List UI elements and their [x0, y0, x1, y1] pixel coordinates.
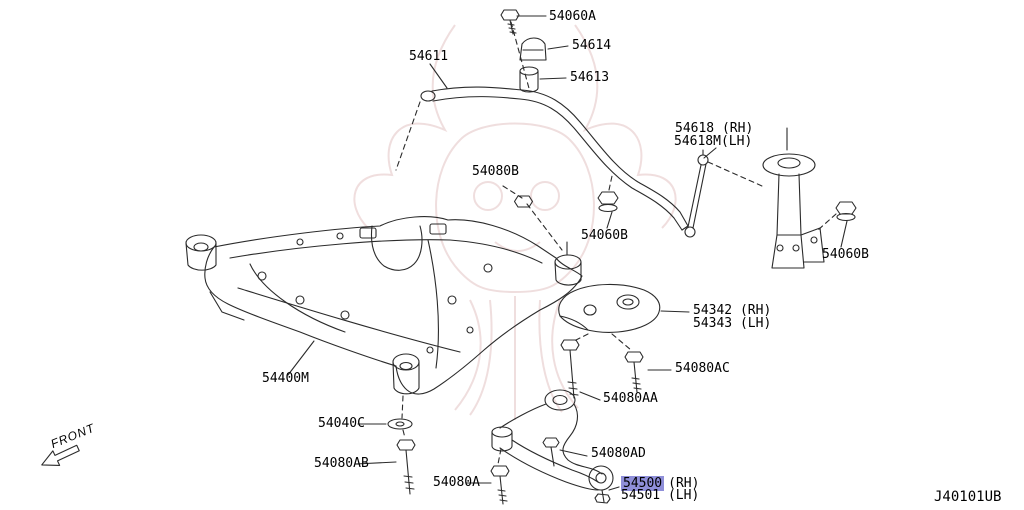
part-label-54080a[interactable]: 54080A: [433, 475, 480, 490]
part-label-54618m-lh[interactable]: 54618M(LH): [674, 134, 753, 149]
bolt-54080ad-art: [542, 437, 560, 467]
part-label-54040c[interactable]: 54040C: [318, 416, 365, 431]
leader-lines: [287, 15, 848, 491]
axis-lines: [395, 101, 632, 465]
nut-54080b-art: [513, 195, 534, 208]
part-label-54080ab[interactable]: 54080AB: [314, 456, 369, 471]
front-arrow-icon: [41, 444, 80, 466]
part-label-54343-lh[interactable]: 54343 (LH): [693, 316, 772, 331]
part-label-54080aa[interactable]: 54080AA: [603, 391, 658, 406]
bolt-54080a-art: [490, 465, 510, 505]
part-label-54500-rh[interactable]: 54500(RH): [621, 476, 700, 491]
highlighted-part-number[interactable]: 54500: [621, 476, 665, 491]
bolt-54080ac-art: [624, 351, 644, 393]
part-label-54501-lh[interactable]: 54501 (LH): [621, 488, 700, 503]
part-label-54400m[interactable]: 54400M: [262, 371, 309, 386]
part-label-54613[interactable]: 54613: [570, 70, 610, 85]
part-label-54342-rh[interactable]: 54342 (RH): [693, 303, 772, 318]
part-label-54080ad[interactable]: 54080AD: [591, 446, 646, 461]
nut-54060b-right-art: [817, 201, 857, 231]
subframe-art: [185, 216, 583, 395]
stabilizer-link-art: [684, 149, 763, 238]
bracket-54342-art: [558, 283, 661, 333]
part-label-54614[interactable]: 54614: [572, 38, 612, 53]
part-label-54611[interactable]: 54611: [409, 49, 449, 64]
strut-art: [762, 127, 825, 269]
control-arm-art: [491, 389, 614, 504]
stabilizer-clamp-art: [500, 9, 547, 93]
watermark: [353, 24, 677, 420]
part-label-54060b-right[interactable]: 54060B: [822, 247, 869, 262]
nut-54060b-left-art: [597, 191, 619, 213]
stabilizer-bar-art: [420, 86, 689, 231]
part-label-54080ac[interactable]: 54080AC: [675, 361, 730, 376]
part-label-54618-rh[interactable]: 54618 (RH): [675, 121, 754, 136]
part-label-54060a[interactable]: 54060A: [549, 9, 596, 24]
part-label-54080b[interactable]: 54080B: [472, 164, 519, 179]
part-side-suffix: (RH): [668, 476, 700, 491]
diagram-code: J40101UB: [934, 489, 1002, 505]
part-label-54060b-left[interactable]: 54060B: [581, 228, 628, 243]
washer-54040c-art: [387, 418, 413, 430]
bolt-54080ab-art: [396, 439, 416, 495]
